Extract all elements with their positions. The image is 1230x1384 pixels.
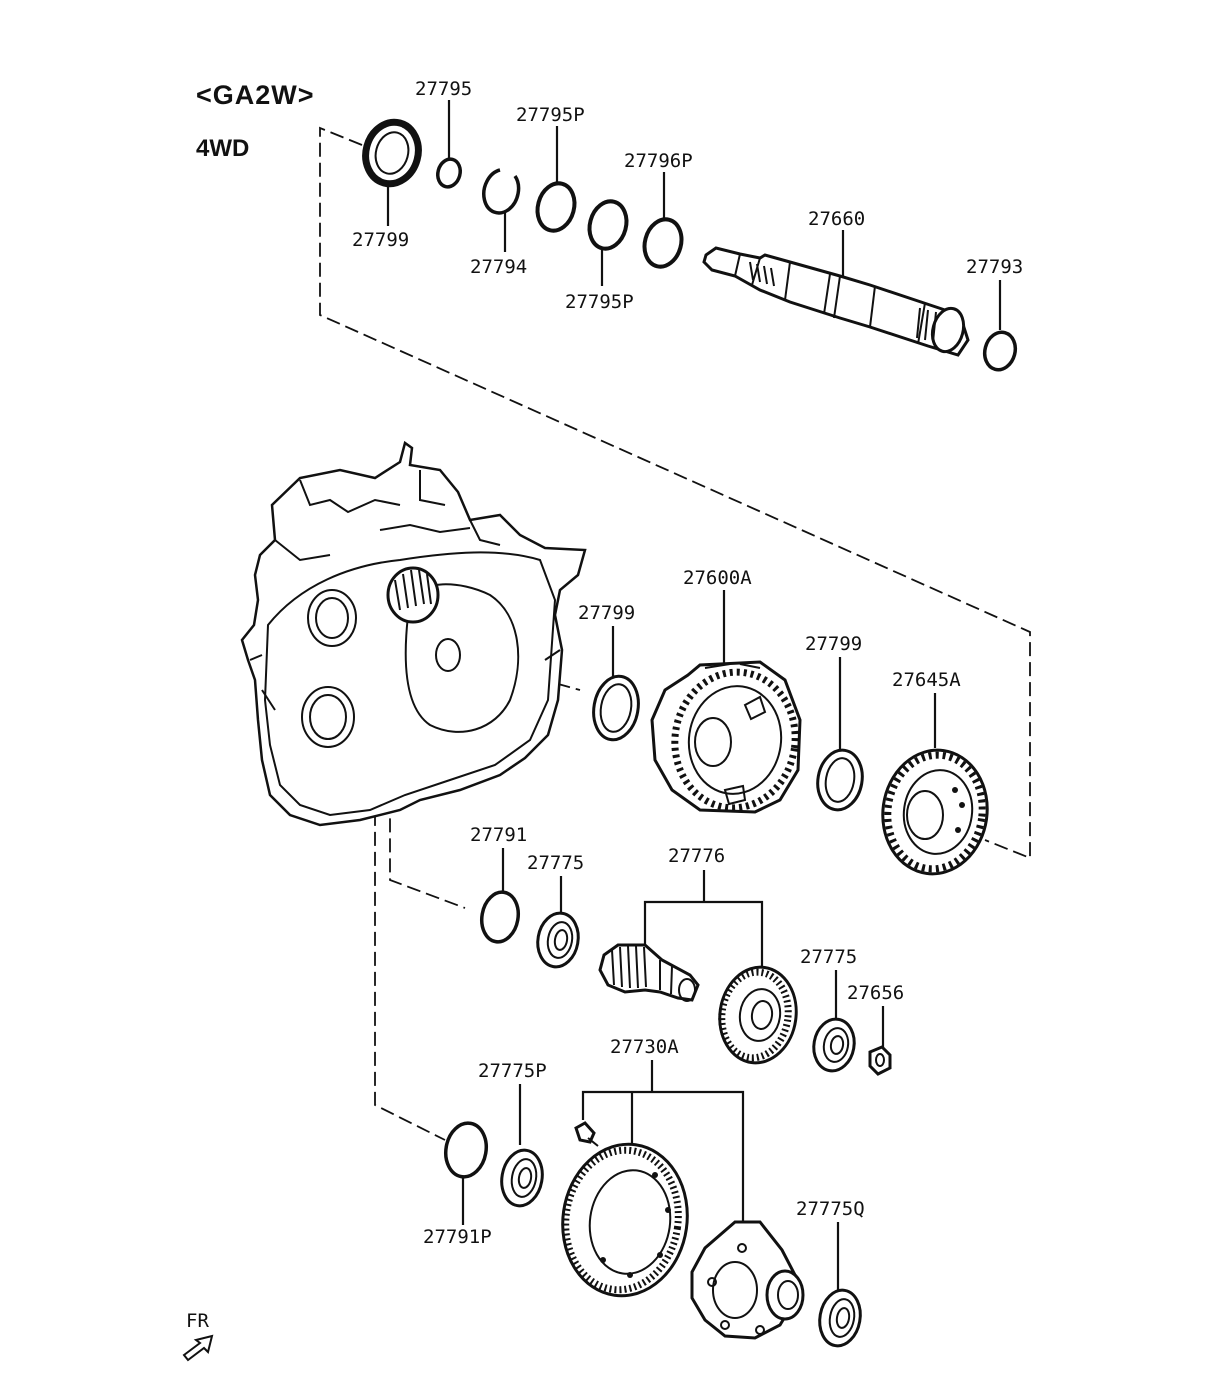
transaxle-case	[240, 440, 587, 827]
part-label-27775P: 27775P	[478, 1060, 547, 1082]
part-label-27795: 27795	[415, 78, 472, 100]
pinion-shaft-27776	[598, 943, 700, 1002]
snap-ring-27794	[482, 168, 521, 215]
snap-ring-27793	[982, 330, 1018, 372]
shim-27796P	[642, 217, 684, 269]
leader-lines	[386, 100, 1002, 1292]
oil-seal-27799-top	[362, 118, 422, 188]
snap-ring-27791P	[444, 1121, 488, 1179]
transfer-assembly-27600A	[650, 660, 802, 814]
part-label-27799: 27799	[578, 602, 635, 624]
shim-27795P-b	[587, 199, 629, 251]
driven-gear-27776	[718, 965, 798, 1065]
direction-label: FR	[186, 1310, 209, 1332]
lock-nut-27656	[868, 1045, 892, 1076]
model-code-heading: <GA2W>	[196, 80, 315, 110]
differential-case-27730A	[690, 1220, 805, 1340]
part-label-27796P: 27796P	[624, 150, 693, 172]
front-direction-arrow-icon	[182, 1334, 214, 1362]
part-label-27795P: 27795P	[516, 104, 585, 126]
ring-gear-27730A	[561, 1142, 689, 1298]
part-label-27795P: 27795P	[565, 291, 634, 313]
drive-type-heading: 4WD	[196, 135, 250, 162]
part-label-27600A: 27600A	[683, 567, 752, 589]
bolt-27730A	[574, 1121, 599, 1147]
bearing-27775-b	[812, 1017, 856, 1073]
output-shaft-27660	[702, 246, 970, 357]
part-label-27730A: 27730A	[610, 1036, 679, 1058]
bearing-27775Q	[818, 1288, 862, 1348]
part-label-27799: 27799	[805, 633, 862, 655]
part-label-27645A: 27645A	[892, 669, 961, 691]
part-label-27775: 27775	[527, 852, 584, 874]
part-label-27775Q: 27775Q	[796, 1198, 865, 1220]
snap-ring-27791	[479, 890, 521, 944]
oil-seal-27799-mid	[592, 674, 640, 742]
part-number-labels: 27795 27795P 27796P 27799 27794 27795P 2…	[352, 78, 1023, 1248]
part-label-27793: 27793	[966, 256, 1023, 278]
part-label-27794: 27794	[470, 256, 527, 278]
part-label-27776: 27776	[668, 845, 725, 867]
part-label-27656: 27656	[847, 982, 904, 1004]
part-label-27799: 27799	[352, 229, 409, 251]
shim-27795P-a	[535, 181, 577, 233]
snap-ring-27795	[436, 157, 462, 189]
bearing-27775-a	[536, 911, 580, 969]
part-label-27791: 27791	[470, 824, 527, 846]
oil-seal-27799-right	[816, 748, 864, 812]
part-label-27660: 27660	[808, 208, 865, 230]
bearing-27775P	[500, 1148, 544, 1208]
part-label-27791P: 27791P	[423, 1226, 492, 1248]
transfer-gear-27645A	[881, 748, 989, 876]
part-label-27775: 27775	[800, 946, 857, 968]
